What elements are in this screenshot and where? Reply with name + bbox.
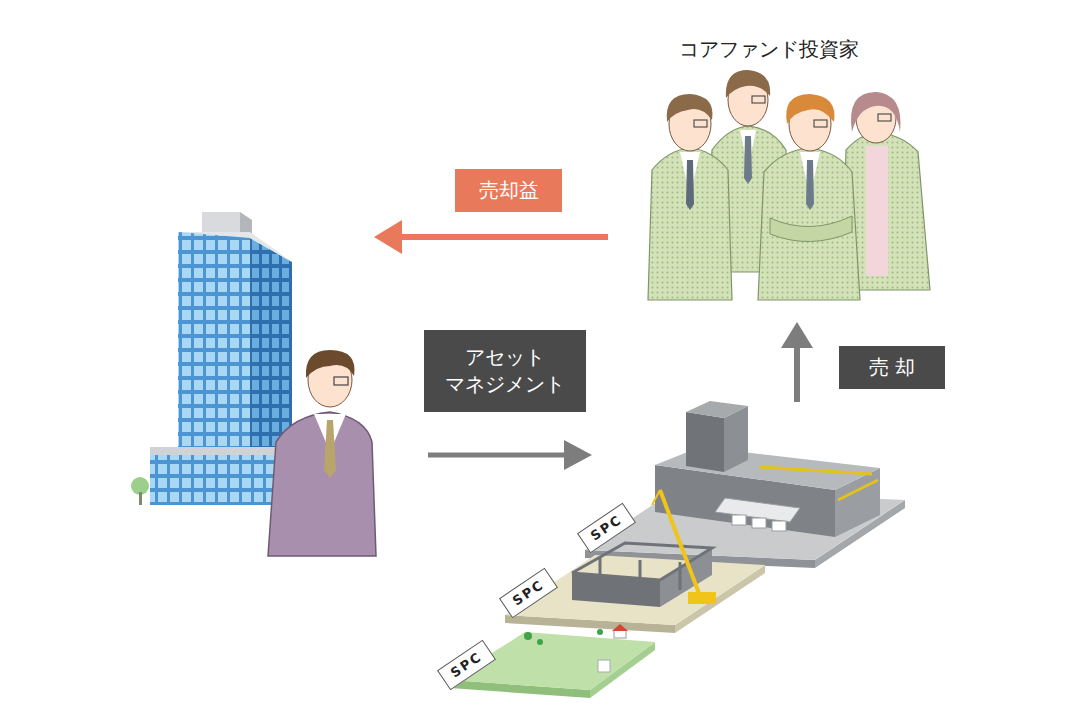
box-text: アセット マネジメント <box>440 344 570 398</box>
manager-figure <box>268 350 376 556</box>
box-text: 売 却 <box>869 354 915 381</box>
profit-label-box: 売却益 <box>455 169 562 212</box>
sale-label-box: 売 却 <box>839 346 945 389</box>
investor-group <box>648 70 930 300</box>
group-heading: コアファンド投資家 <box>679 36 859 63</box>
construction-site <box>505 490 765 633</box>
box-text: 売却益 <box>479 177 539 204</box>
asset-management-box: アセット マネジメント <box>424 330 586 412</box>
